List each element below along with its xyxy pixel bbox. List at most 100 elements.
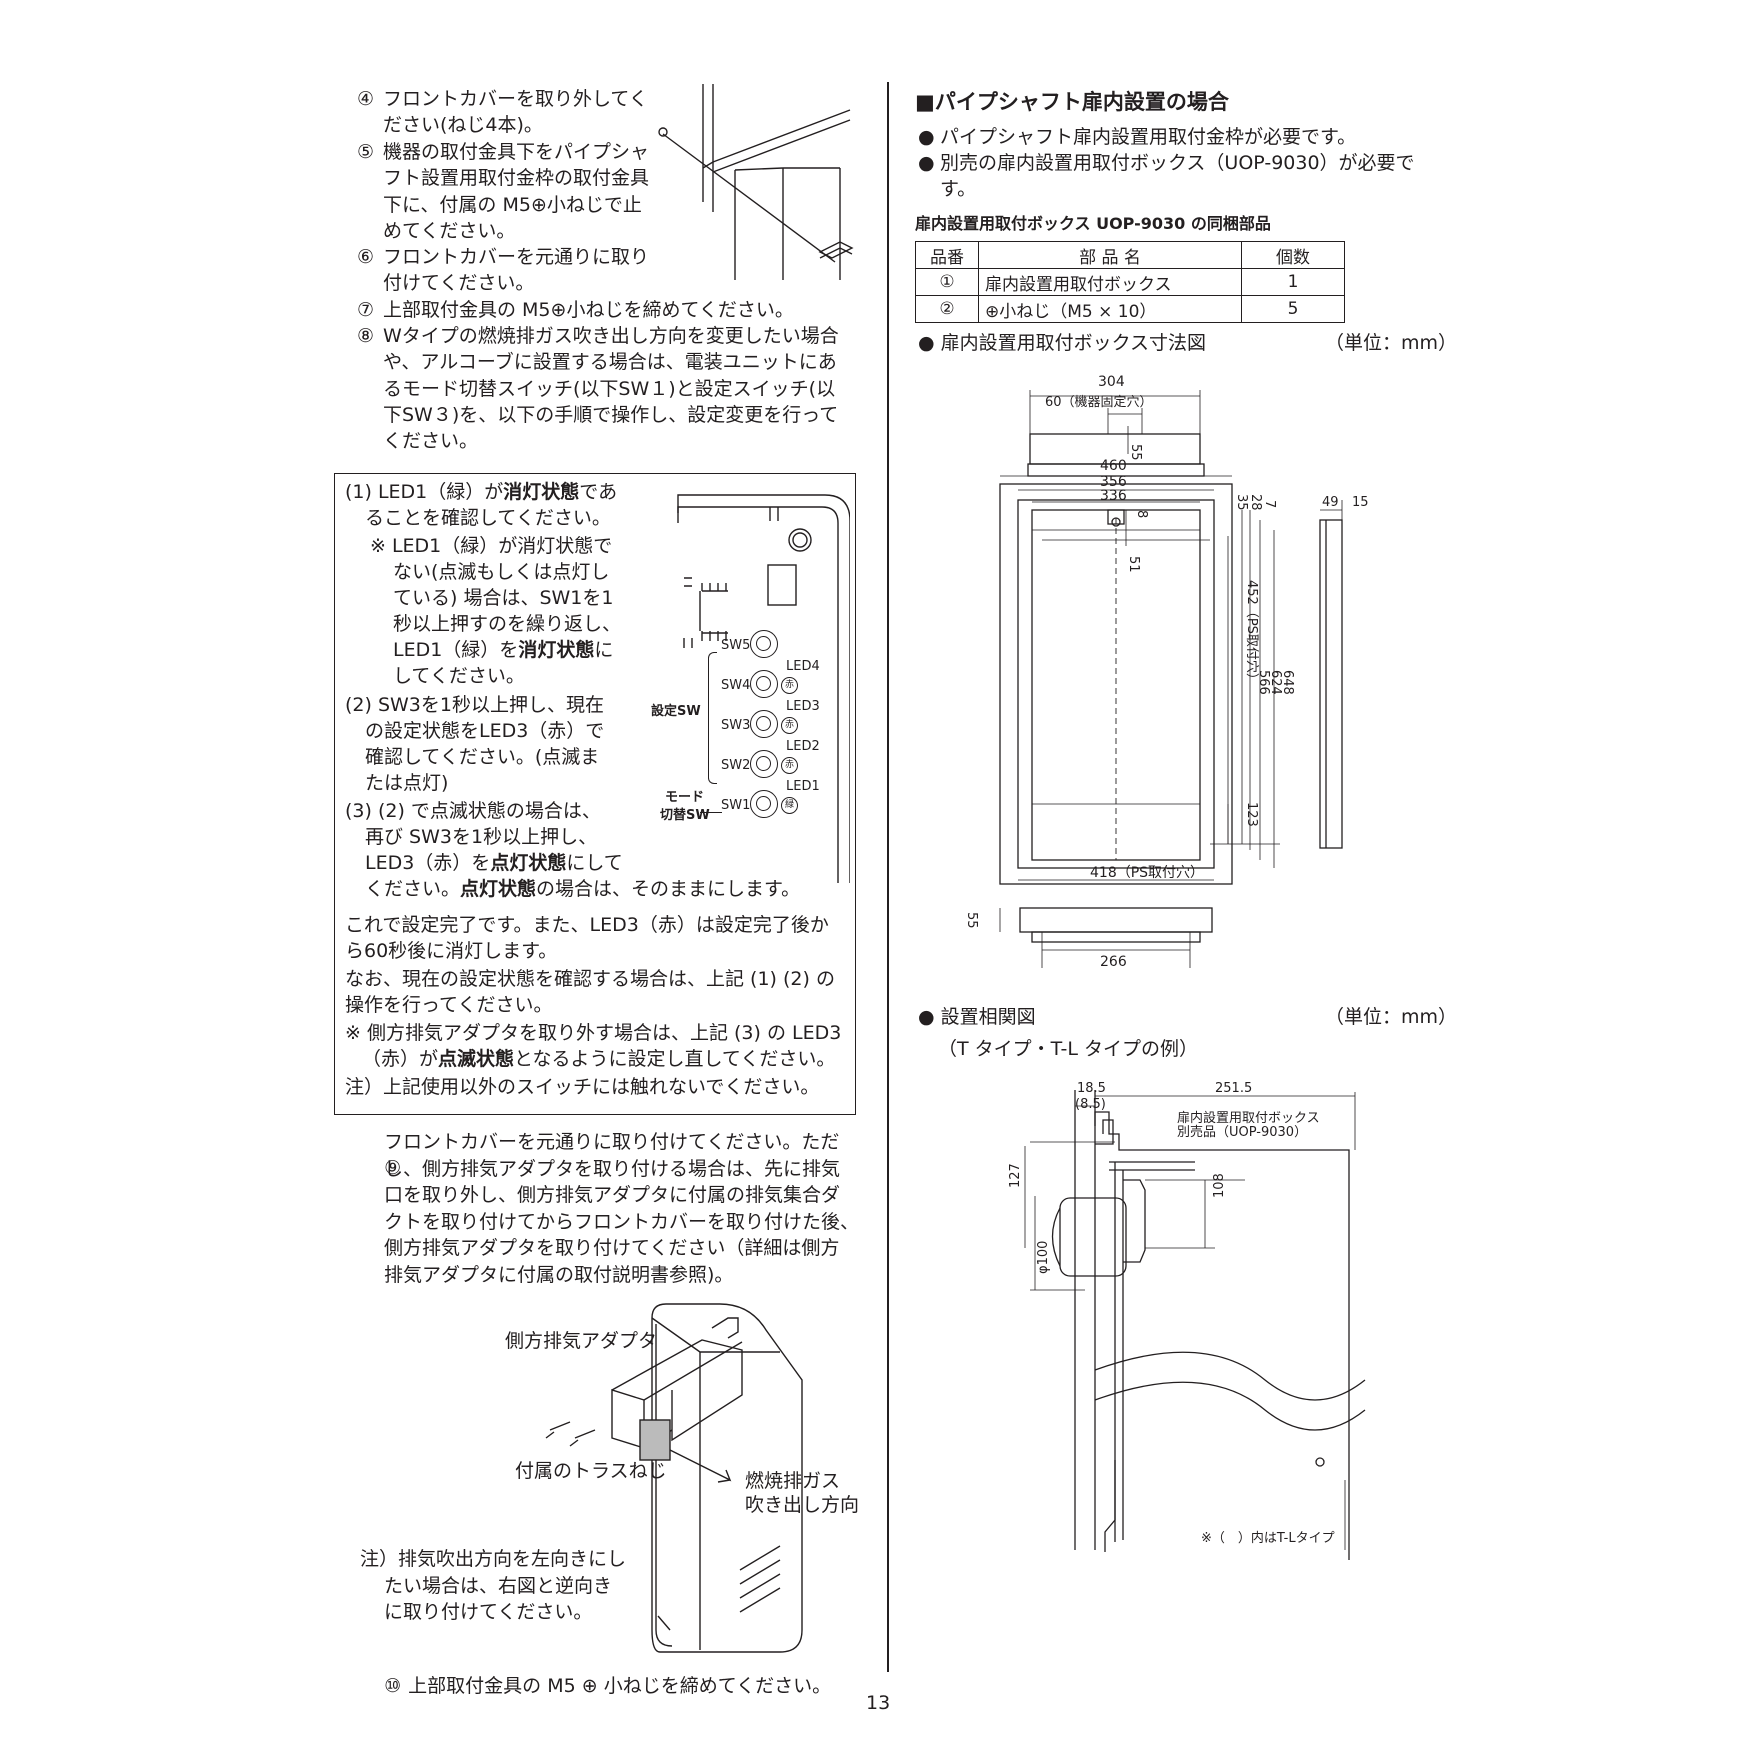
corr-box-label-2: 別売品（UOP-9030） [1177,1124,1307,1140]
mounting-box-dimension-drawing: 304 60（機器固定穴） 55 460 356 336 8 51 35 28 … [964,374,1369,970]
table-cell: 個数 [1241,241,1345,269]
switch-label: SW3 [721,718,751,733]
column-divider [887,82,889,1672]
step-line: るモード切替スイッチ(以下SW１)と設定スイッチ(以 [383,377,836,400]
step-9-line: 側方排気アダプタを取り付けてください（詳細は側方 [384,1237,840,1259]
box-p1-note-5: LED1（緑）を消灯状態に [393,639,614,661]
box-p1-note-3: ている) 場合は、SW1を1 [393,587,614,609]
switch-button-inner [756,676,771,691]
bullet-dot: ● [918,126,935,148]
bullet-line: す。 [940,178,977,200]
exhaust-label-1: 燃焼排ガス [745,1470,841,1492]
corr-251-5: 251.5 [1215,1081,1252,1096]
dim-28: 28 [1248,494,1263,511]
box-p2-line4: たは点灯) [365,772,449,794]
dim-55a: 55 [1128,444,1143,461]
step-num: ⑦ [357,299,375,321]
box-p2-line2: の設定状態をLED3（赤）で [365,720,605,742]
box-after-5: ※ 側方排気アダプタを取り外す場合は、上記 (3) の LED3 [345,1022,842,1044]
step-num: ④ [357,88,375,110]
step-num: ⑤ [357,141,375,163]
setting-sw-brace [708,652,717,784]
water-heater-side-adapter-illustration [545,1303,803,1653]
box-p1-line1: (1) LED1（緑）が消灯状態であ [345,481,618,503]
box-after-4: 操作を行ってください。 [345,994,553,1016]
step-line: フト設置用取付金枠の取付金具 [383,167,650,190]
dim-460: 460 [1100,458,1127,474]
switch-button [750,790,778,818]
box-p2-line3: 確認してください。(点滅ま [365,746,600,768]
table-row: ②⊕小ねじ（M5 × 10）5 [915,295,1345,323]
step-9-line: 口を取り外し、側方排気アダプタに付属の排気集合ダ [384,1184,841,1206]
led-indicator: 赤 [781,717,798,734]
step-line: Wタイプの燃焼排ガス吹き出し方向を変更したい場合 [383,325,839,347]
step-line: 上部取付金具の M5⊕小ねじを締めてください。 [383,299,794,321]
box-after-2: ら60秒後に消灯します。 [345,940,558,962]
table-cell: 扉内設置用取付ボックス [978,268,1242,296]
corr-phi100: φ100 [1036,1241,1051,1274]
led-label: LED1 [786,779,820,794]
step-num: ⑧ [357,325,375,347]
step-line: フロントカバーを元通りに取り [383,246,650,268]
parts-table-title: 扉内設置用取付ボックス UOP-9030 の同梱部品 [915,214,1271,233]
box-p3-line2: 再び SW3を1秒以上押し、 [365,826,598,848]
led-label: LED2 [786,739,820,754]
switch-button-inner [756,636,771,651]
dim-356: 356 [1100,474,1127,490]
section-heading: ■パイプシャフト扉内設置の場合 [915,90,1229,114]
step-line: ください。 [383,430,479,453]
step-num: ⑥ [357,246,375,268]
box-p1-line2: ることを確認してください。 [365,507,611,529]
box-p1-note-4: 秒以上押すのを繰り返し、 [393,613,622,635]
dim-7: 7 [1262,500,1277,508]
switch-label: SW1 [721,798,751,813]
table-cell: ② [915,295,979,323]
note-line: 注）排気吹出方向を左向きにし [360,1548,627,1570]
switch-panel-illustration [677,494,850,883]
dim-123: 123 [1244,802,1259,827]
corr-box-label-1: 扉内設置用取付ボックス [1177,1110,1320,1126]
switch-button [750,750,778,778]
switch-button [750,630,778,658]
step-9-num: ⑨ [384,1157,402,1179]
corr-18-5: 18.5 [1077,1081,1106,1096]
led-indicator: 緑 [781,797,798,814]
table-cell: 1 [1241,268,1345,296]
corr-tl-note: ※（ ）内はT-Lタイプ [1201,1530,1335,1546]
box-after-1: これで設定完了です。また、LED3（赤）は設定完了後か [345,914,829,936]
corr-8-5: (8.5) [1075,1097,1106,1112]
table-cell: ① [915,268,979,296]
table-cell: 品番 [915,241,979,269]
step-line: や、アルコーブに設置する場合は、電装ユニットにあ [383,351,837,374]
led-indicator: 赤 [781,677,798,694]
table-header-row: 品番部 品 名個数 [915,241,1345,269]
dim-15: 15 [1352,495,1369,510]
step-9-line: クトを取り付けてからフロントカバーを取り付けた後、 [384,1210,860,1233]
table-cell: 5 [1241,295,1345,323]
step-line: ださい(ねじ4本)。 [383,114,543,137]
switch-label: SW5 [721,638,751,653]
table-cell: 部 品 名 [978,241,1242,269]
exhaust-label-2: 吹き出し方向 [745,1494,860,1516]
step-10-text: 上部取付金具の M5 ⊕ 小ねじを締めてください。 [408,1675,832,1697]
box-after-7: 注）上記使用以外のスイッチには触れないでください。 [345,1076,820,1098]
adapter-label: 側方排気アダプタ [505,1330,658,1352]
led-indicator: 赤 [781,757,798,774]
switch-button-inner [756,756,771,771]
dim-266: 266 [1100,954,1127,970]
step-line: めてください。 [383,219,516,242]
step-line: 機器の取付金具下をパイプシャ [383,141,650,163]
step-line: 下SW３)を、以下の手順で操作し、設定変更を行って [383,403,839,426]
box-p1-note-2: ない(点滅もしくは点灯し [393,561,610,583]
box-after-3: なお、現在の設定状態を確認する場合は、上記 (1) (2) の [345,968,835,990]
switch-button [750,710,778,738]
setting-sw-label: 設定SW [651,704,701,719]
led-label: LED4 [786,659,820,674]
corr-title: ● 設置相関図 [918,1006,1036,1028]
switch-button [750,670,778,698]
corr-unit: （単位：mm） [1325,1006,1458,1028]
page-number: 13 [866,1692,891,1714]
note-line: に取り付けてください。 [384,1601,593,1623]
dim-unit: （単位：mm） [1325,332,1458,354]
